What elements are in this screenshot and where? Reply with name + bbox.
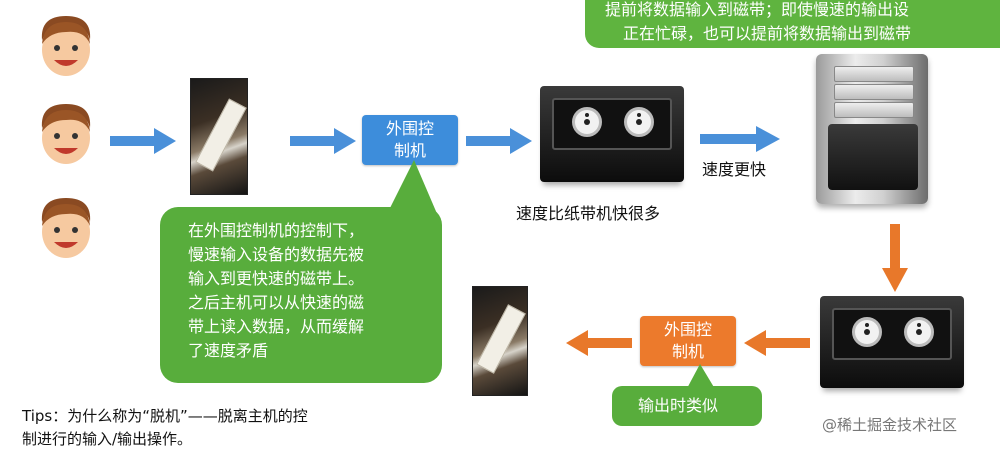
user-face-icon: [41, 198, 91, 258]
faster-speed-label: 速度更快: [702, 160, 767, 179]
explanation-line: 了速度矛盾: [188, 341, 269, 360]
magnetic-tape-drive-output: [820, 296, 964, 388]
explanation-line: 带上读入数据，从而缓解: [188, 317, 365, 336]
explanation-line: 在外围控制机的控制下，: [188, 221, 365, 240]
host-computer-tower: [816, 54, 928, 204]
tips-text: Tips：为什么称为“脱机”——脱离主机的控 制进行的输入/输出操作。: [22, 405, 462, 451]
top-bubble-line1: 提前将数据输入到磁带；即使慢速的输出设: [605, 0, 910, 19]
tape-reel-icon: [904, 317, 934, 347]
tips-line1: Tips：为什么称为“脱机”——脱离主机的控: [22, 407, 308, 425]
arrow-right-blue-icon: [466, 128, 532, 154]
explanation-line: 慢速输入设备的数据先被: [188, 245, 365, 264]
tape-speed-label: 速度比纸带机快很多: [516, 204, 661, 223]
tape-reel-icon: [852, 317, 882, 347]
output-similar-bubble: 输出时类似: [612, 386, 762, 426]
tips-line2: 制进行的输入/输出操作。: [22, 430, 193, 448]
peripheral-controller-output: 外围控 制机: [640, 316, 736, 366]
paper-tape-machine-image: [190, 78, 248, 195]
explanation-line: 输入到更快速的磁带上。: [188, 269, 365, 288]
bubble-tail-icon: [386, 160, 438, 216]
watermark: @稀土掘金技术社区: [822, 416, 958, 434]
arrow-down-orange-icon: [882, 224, 908, 292]
top-info-bubble: 提前将数据输入到磁带；即使慢速的输出设 正在忙碌，也可以提前将数据输出到磁带: [585, 0, 1000, 48]
arrow-left-orange-icon: [566, 330, 632, 356]
arrow-right-blue-icon: [700, 126, 780, 152]
tape-reel-icon: [624, 107, 654, 137]
controller-label-line1: 外围控: [663, 320, 712, 339]
top-bubble-line2: 正在忙碌，也可以提前将数据输出到磁带: [623, 24, 912, 43]
arrow-right-blue-icon: [290, 128, 356, 154]
tape-reel-icon: [572, 107, 602, 137]
arrow-left-orange-icon: [744, 330, 810, 356]
explanation-line: 之后主机可以从快速的磁: [188, 293, 365, 312]
user-face-icon: [41, 16, 91, 76]
output-similar-text: 输出时类似: [638, 396, 719, 415]
arrow-right-blue-icon: [110, 128, 176, 154]
controller-label-line2: 制机: [671, 342, 704, 361]
user-face-icon: [41, 104, 91, 164]
explanation-bubble: 在外围控制机的控制下， 慢速输入设备的数据先被 输入到更快速的磁带上。 之后主机…: [160, 207, 442, 383]
controller-label-line2: 制机: [393, 141, 426, 160]
magnetic-tape-drive-input: [540, 86, 684, 182]
peripheral-controller-input: 外围控 制机: [362, 115, 458, 165]
controller-label-line1: 外围控: [385, 119, 434, 138]
paper-tape-machine-output-image: [472, 286, 528, 396]
